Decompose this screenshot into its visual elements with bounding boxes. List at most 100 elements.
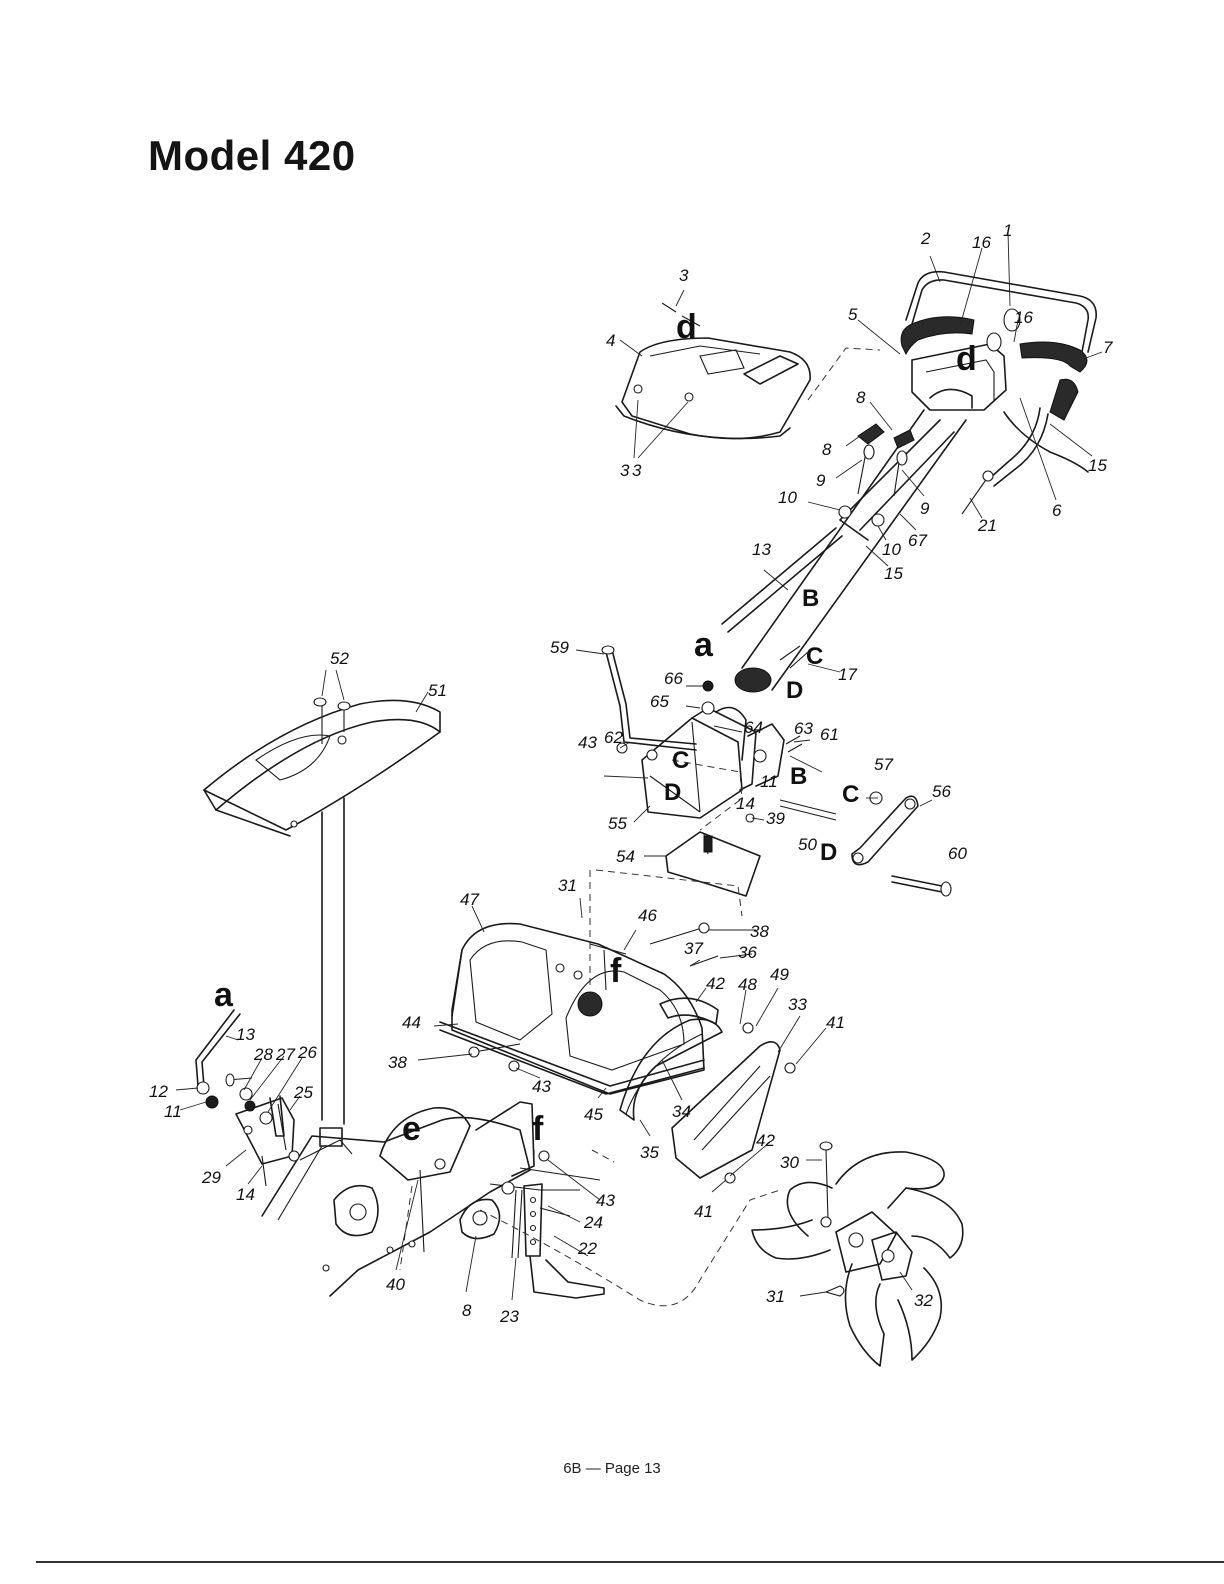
part-label-45: 45 <box>584 1105 603 1124</box>
part-label-41-bottom: 41 <box>694 1202 713 1221</box>
part-label-57: 57 <box>874 755 893 774</box>
ref-letter-e: e <box>402 1110 421 1148</box>
part-label-62: 62 <box>604 728 623 747</box>
part-label-7: 7 <box>1103 338 1113 357</box>
ref-letter-D-tube: D <box>786 677 803 704</box>
part-label-35: 35 <box>640 1143 659 1162</box>
part-label-23: 23 <box>499 1307 519 1326</box>
part-label-43-middle: 43 <box>532 1077 551 1096</box>
ref-letter-C-link: C <box>842 781 859 808</box>
part-label-13-bottom: 13 <box>236 1025 255 1044</box>
ref-letter-C-tube: C <box>806 643 823 670</box>
part-label-46: 46 <box>638 906 657 925</box>
part-label-52: 52 <box>330 649 349 668</box>
part-label-11-bottom: 11 <box>164 1102 182 1121</box>
reference-letters: a a B B C C C D D D d d e f f <box>214 308 977 1148</box>
part-number-labels: 1 2 3 3 3 4 5 6 7 8 8 8 9 9 10 10 11 11 … <box>149 221 1113 1326</box>
transmission-bracket <box>601 645 952 897</box>
part-label-56: 56 <box>932 782 951 801</box>
part-label-15-right: 15 <box>1088 456 1107 475</box>
routing-lines <box>399 347 881 1307</box>
part-label-11-top: 11 <box>760 772 778 791</box>
part-label-41-top: 41 <box>826 1013 845 1032</box>
part-label-16-right: 16 <box>1014 308 1033 327</box>
ref-letter-d-cover: d <box>676 308 697 346</box>
handle-assembly <box>721 270 1097 693</box>
part-label-21: 21 <box>977 516 997 535</box>
part-label-5: 5 <box>848 305 858 324</box>
part-label-43-top: 43 <box>578 733 597 752</box>
part-label-65: 65 <box>650 692 669 711</box>
part-label-17: 17 <box>838 665 857 684</box>
part-label-48: 48 <box>738 975 757 994</box>
part-label-36: 36 <box>738 943 757 962</box>
part-label-60: 60 <box>948 844 967 863</box>
ref-letter-d-handle: d <box>956 340 977 378</box>
part-label-14-bottom: 14 <box>236 1185 255 1204</box>
part-label-66: 66 <box>664 669 683 688</box>
ref-letter-a-top: a <box>694 626 714 664</box>
ref-letter-D-bracket: D <box>664 779 681 806</box>
part-label-9-left: 9 <box>816 471 826 490</box>
tine-assembly <box>751 1141 964 1367</box>
part-label-4: 4 <box>606 331 615 350</box>
engine-cover <box>615 302 811 440</box>
part-label-13-top: 13 <box>752 540 771 559</box>
ref-letter-B-tube: B <box>802 585 819 612</box>
ref-letter-f-body: f <box>532 1110 544 1148</box>
part-label-9-right: 9 <box>920 499 930 518</box>
part-label-38-top: 38 <box>750 922 769 941</box>
part-label-6: 6 <box>1052 501 1062 520</box>
part-label-61: 61 <box>820 725 839 744</box>
bottom-rule <box>36 1561 1224 1563</box>
part-label-27: 27 <box>275 1045 295 1064</box>
part-label-51: 51 <box>428 681 447 700</box>
part-label-29: 29 <box>201 1168 221 1187</box>
part-label-64: 64 <box>744 718 763 737</box>
part-label-42-bottom: 42 <box>756 1131 775 1150</box>
part-label-22: 22 <box>577 1239 597 1258</box>
part-label-8-top: 8 <box>856 388 866 407</box>
part-label-42-top: 42 <box>706 974 725 993</box>
part-label-24: 24 <box>583 1213 603 1232</box>
part-label-40: 40 <box>386 1275 405 1294</box>
page-title: Model 420 <box>148 132 356 179</box>
ref-letter-a-bottom: a <box>214 976 234 1014</box>
part-label-25: 25 <box>293 1083 313 1102</box>
part-label-49: 49 <box>770 965 789 984</box>
part-label-28: 28 <box>253 1045 273 1064</box>
ref-letter-C-shifter: C <box>672 747 689 774</box>
ref-letter-D-link: D <box>820 839 837 866</box>
part-label-37: 37 <box>684 939 703 958</box>
part-label-32: 32 <box>914 1291 933 1310</box>
part-label-33: 33 <box>788 995 807 1014</box>
ref-letter-B-bracket: B <box>790 763 807 790</box>
tiller-body <box>261 1101 605 1299</box>
part-label-50: 50 <box>798 835 817 854</box>
part-label-39: 39 <box>766 809 785 828</box>
part-label-16-top: 16 <box>972 233 991 252</box>
part-label-55: 55 <box>608 814 627 833</box>
part-label-2: 2 <box>920 229 931 248</box>
part-label-10-left: 10 <box>778 488 797 507</box>
leader-lines <box>175 231 1103 1301</box>
tine-hood <box>439 922 796 1184</box>
part-label-15-center: 15 <box>884 564 903 583</box>
part-label-14-top: 14 <box>736 794 755 813</box>
ref-letter-f-hood: f <box>610 952 622 990</box>
part-label-8-bottom: 8 <box>462 1301 472 1320</box>
part-label-67: 67 <box>908 531 927 550</box>
part-label-44: 44 <box>402 1013 421 1032</box>
part-label-31-bottom: 31 <box>766 1287 785 1306</box>
part-label-3-right: 3 <box>632 461 642 480</box>
part-label-43-bottom: 43 <box>596 1191 615 1210</box>
part-label-3-left: 3 <box>620 461 630 480</box>
part-label-12: 12 <box>149 1082 168 1101</box>
part-label-63: 63 <box>794 719 813 738</box>
part-label-10-right: 10 <box>882 540 901 559</box>
part-label-3-top: 3 <box>679 266 689 285</box>
part-label-34: 34 <box>672 1102 691 1121</box>
part-label-59: 59 <box>550 638 569 657</box>
